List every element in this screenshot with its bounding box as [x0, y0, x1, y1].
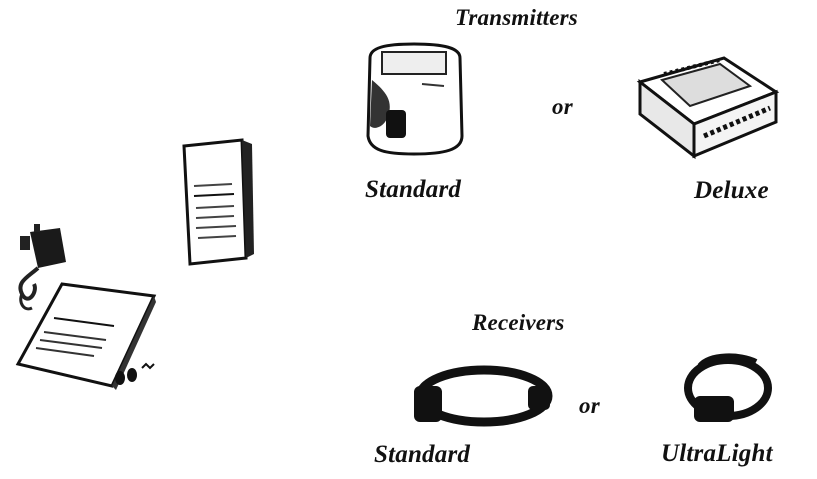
receiver-standard-label: Standard [374, 441, 471, 468]
receivers-or: or [579, 393, 600, 418]
receivers-heading: Receivers [472, 310, 565, 335]
transmitter-standard-icon [366, 42, 464, 156]
transmitter-deluxe-icon [636, 56, 780, 160]
transmitter-standard-label: Standard [365, 176, 462, 203]
receiver-standard-collar-icon [414, 365, 553, 427]
transmitters-heading: Transmitters [455, 5, 578, 30]
manual-box-icon [182, 138, 254, 266]
transmitters-or: or [552, 94, 573, 119]
manual-book-icon [15, 282, 157, 390]
receiver-ultralight-label: UltraLight [661, 440, 773, 467]
contact-points-icon [115, 362, 155, 385]
charger-icon [18, 224, 66, 311]
transmitter-deluxe-label: Deluxe [694, 177, 769, 204]
receiver-ultralight-collar-icon [684, 353, 772, 422]
